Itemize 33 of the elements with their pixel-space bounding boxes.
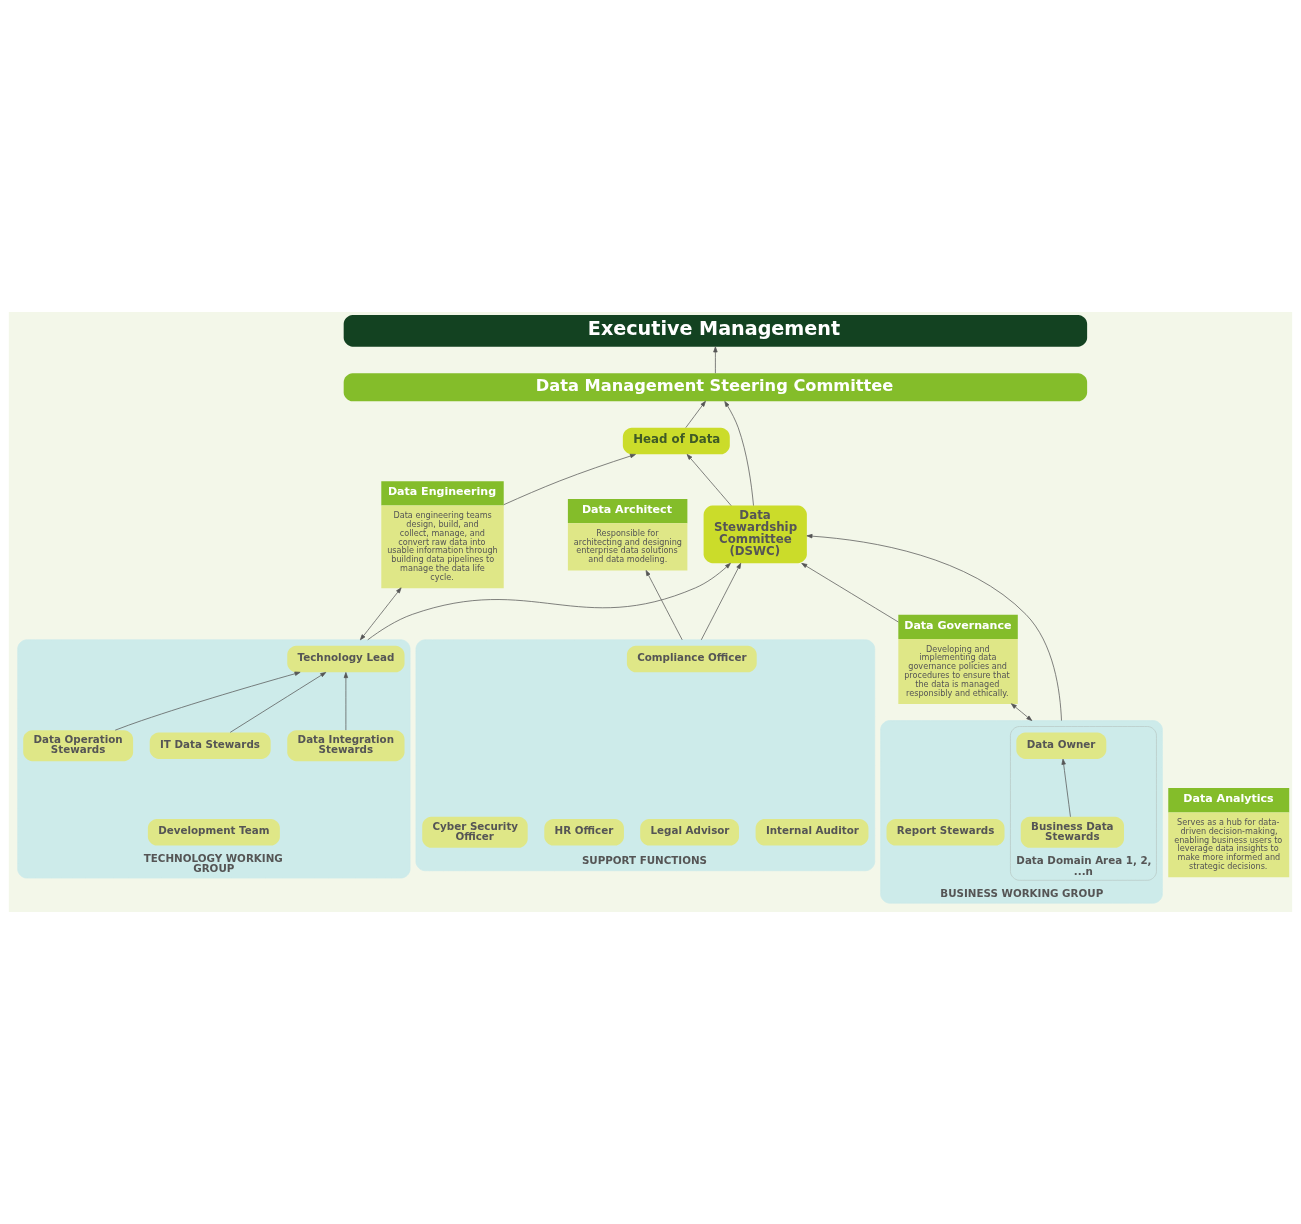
node-box: HR Officer (544, 819, 624, 846)
node-box: Business Data Stewards (1020, 816, 1124, 848)
node-box: Report Stewards (886, 819, 1005, 846)
arrow (724, 401, 754, 506)
arrow (685, 400, 706, 429)
node-box: Data Management Steering Committee (343, 373, 1088, 402)
node-box: Head of Data (622, 427, 730, 455)
node-box: Data Stewardship Committee (DSWC) (703, 505, 807, 564)
node-box: Technology Lead (287, 645, 405, 673)
arrow (1010, 703, 1033, 721)
node-box: Data Owner (1016, 732, 1107, 759)
arrow (645, 570, 683, 641)
arrow (1061, 758, 1071, 818)
arrow (114, 671, 301, 731)
node-box: Executive Management (343, 314, 1088, 347)
node-box: IT Data Stewards (149, 732, 271, 759)
arrow (343, 672, 349, 731)
arrow (801, 562, 899, 623)
arrow (806, 534, 1062, 721)
arrow (503, 453, 636, 506)
arrow (713, 346, 718, 374)
arrow (700, 562, 742, 641)
arrow (229, 672, 327, 733)
node-box: Compliance Officer (626, 645, 757, 673)
arrow (360, 587, 402, 641)
node-box: Legal Advisor (640, 819, 739, 846)
arrow (367, 562, 731, 641)
node-box: Data Integration Stewards (287, 730, 405, 762)
node-box: Internal Auditor (755, 819, 869, 846)
node-box: Data Operation Stewards (23, 730, 134, 762)
node-box: Cyber Security Officer (422, 816, 528, 848)
arrow (686, 454, 732, 506)
node-box: Development Team (147, 819, 280, 846)
